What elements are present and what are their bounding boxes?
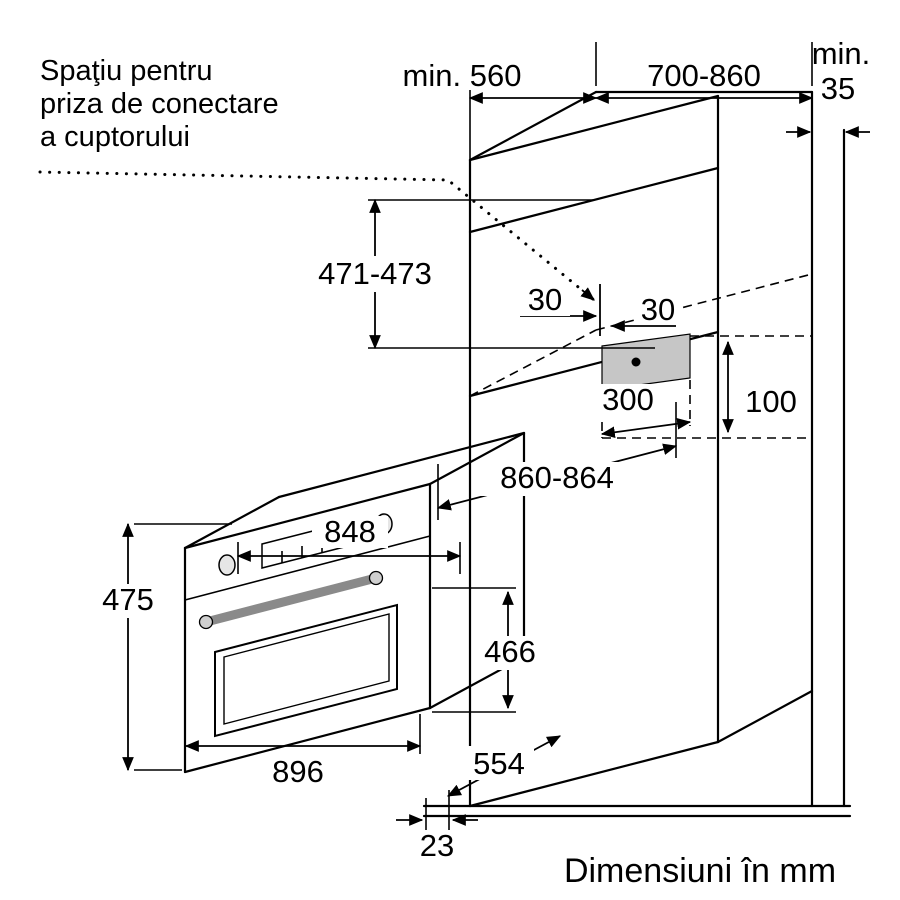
niche-hidden-edge-left — [469, 329, 597, 397]
label-cabinet-width: 700-860 — [647, 58, 761, 93]
floor-lines — [422, 804, 852, 818]
label-oven-depth: 554 — [473, 746, 525, 781]
label-socket-area-width: 300 — [602, 382, 654, 417]
oven-knob-left — [218, 554, 236, 576]
oven-handle — [198, 570, 384, 630]
dimension-lines — [122, 42, 870, 830]
socket-marker-dot — [631, 357, 641, 367]
label-backgrounds — [92, 256, 682, 780]
label-wall-gap-value: 35 — [821, 71, 855, 106]
oven-control-panel-line — [184, 535, 431, 601]
note-line-3: a cuptorului — [40, 121, 190, 153]
label-cabinet-depth: min. 560 — [403, 58, 522, 93]
label-door-overhang: 23 — [420, 828, 454, 863]
label-niche-width: 860-864 — [500, 460, 614, 495]
cabinet-outline — [468, 90, 814, 808]
label-oven-front-height: 466 — [484, 634, 536, 669]
note-line-1: Spaţiu pentru — [40, 55, 213, 87]
note-line-2: priza de conectare — [40, 88, 279, 120]
label-oven-width: 896 — [272, 754, 324, 789]
note-text-block: Spaţiu pentru priza de conectare a cupto… — [40, 55, 279, 153]
oven-door-window — [214, 603, 398, 738]
label-socket-area-height: 100 — [745, 384, 797, 419]
oven-outline — [183, 431, 526, 774]
note-leader-arrowhead — [580, 287, 595, 301]
units-label: Dimensiuni în mm — [564, 852, 836, 890]
label-niche-height: 471-473 — [318, 256, 432, 291]
label-oven-inner-width: 848 — [324, 514, 376, 549]
label-wall-gap-min: min. — [812, 36, 871, 71]
note-leader — [38, 170, 596, 302]
dimension-labels: min. 560 700-860 min. 35 471-473 30 30 3… — [102, 36, 870, 863]
label-oven-height: 475 — [102, 582, 154, 617]
niche-hidden-edge-back — [595, 273, 813, 331]
label-socket-offset-left: 30 — [528, 282, 562, 317]
label-socket-offset-right: 30 — [641, 292, 675, 327]
